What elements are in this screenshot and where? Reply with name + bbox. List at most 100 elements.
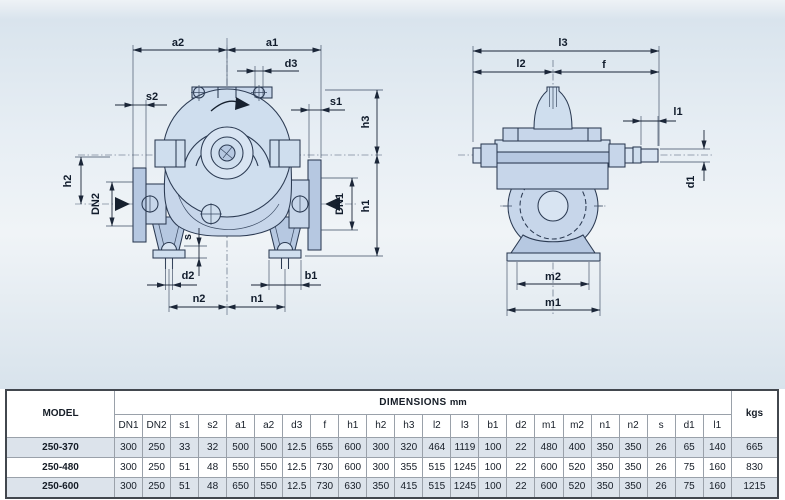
suction-pipe [145, 183, 167, 225]
col-header-DN2: DN2 [142, 414, 172, 438]
pedestal [510, 234, 596, 254]
left-bearing-cap [472, 147, 482, 164]
right-bearing-bracket [269, 139, 301, 168]
col-header-m1: m1 [534, 414, 564, 438]
right-foot-pad [268, 249, 302, 259]
col-header-a1: a1 [226, 414, 256, 438]
discharge-flow-arrow [325, 197, 340, 211]
left-foot-pad [152, 249, 186, 259]
col-header-s2: s2 [198, 414, 228, 438]
col-header-l2: l2 [422, 414, 452, 438]
suction-flange-dn2 [132, 167, 147, 243]
dim-label-a2: a2 [172, 37, 184, 49]
dim-cell-d1: 75 [674, 477, 704, 498]
weight-cell: 830 [731, 457, 779, 478]
dim-cell-h3: 355 [394, 457, 424, 478]
dim-cell-h1: 630 [338, 477, 368, 498]
weight-cell: 665 [731, 437, 779, 458]
suction-bolt [141, 195, 159, 213]
dim-label-h3: h3 [360, 116, 372, 129]
dim-label-f: f [602, 59, 606, 71]
model-cell: 250-370 [5, 437, 115, 458]
dim-cell-h2: 350 [366, 477, 396, 498]
dim-cell-h1: 600 [338, 457, 368, 478]
dim-cell-a2: 550 [254, 457, 284, 478]
model-cell: 250-600 [5, 477, 115, 498]
dim-label-s1: s1 [330, 96, 342, 108]
dim-label-n1: n1 [251, 293, 264, 305]
dim-cell-DN1: 300 [113, 477, 144, 498]
dim-label-h2: h2 [62, 175, 74, 188]
pump-side-view: l3 l2 f l1 d1 m2 m1 [458, 37, 712, 316]
front-pump-body [132, 85, 322, 269]
dim-cell-l1: 160 [702, 477, 733, 498]
dim-cell-s1: 51 [170, 457, 200, 478]
model-column-header: MODEL [5, 389, 115, 438]
dimensions-group-header: DIMENSIONS mm [114, 389, 732, 415]
dim-label-d1: d1 [685, 176, 697, 189]
dim-cell-DN1: 300 [113, 437, 144, 458]
dim-label-l1: l1 [673, 106, 682, 118]
discharge-flange-dn1 [307, 159, 322, 251]
col-header-m2: m2 [562, 414, 592, 438]
dim-cell-d3: 12.5 [282, 477, 312, 498]
side-lower-casing [496, 162, 609, 190]
dim-cell-l2: 515 [422, 457, 452, 478]
dim-label-m1: m1 [545, 297, 561, 309]
right-bearing-housing [608, 143, 626, 168]
col-header-h3: h3 [394, 414, 424, 438]
dim-cell-s2: 48 [198, 457, 228, 478]
dim-label-s: s [182, 234, 194, 240]
dim-cell-s: 26 [646, 477, 676, 498]
shaft-collar [632, 146, 642, 164]
dim-cell-h2: 300 [366, 437, 396, 458]
dim-label-n2: n2 [193, 293, 206, 305]
dim-label-l2: l2 [516, 58, 525, 70]
dim-cell-m1: 600 [534, 457, 564, 478]
right-bearing-cap [624, 147, 634, 164]
dim-cell-l1: 140 [702, 437, 733, 458]
model-cell: 250-480 [5, 457, 115, 478]
dim-label-dn1: DN1 [334, 193, 346, 215]
dim-cell-s2: 32 [198, 437, 228, 458]
side-dimensions: l3 l2 f l1 d1 m2 m1 [472, 37, 710, 316]
dim-cell-n2: 350 [618, 477, 648, 498]
discharge-bolt [291, 195, 309, 213]
dim-cell-f: 655 [310, 437, 340, 458]
dim-cell-d2: 22 [506, 477, 536, 498]
col-header-n1: n1 [590, 414, 620, 438]
dim-cell-d2: 22 [506, 437, 536, 458]
side-pump-body [472, 86, 659, 262]
col-header-d3: d3 [282, 414, 312, 438]
dim-cell-h3: 320 [394, 437, 424, 458]
dim-cell-n2: 350 [618, 437, 648, 458]
col-header-l1: l1 [702, 414, 733, 438]
dim-cell-b1: 100 [478, 437, 508, 458]
drawing-panel-background [0, 0, 785, 389]
dim-cell-f: 730 [310, 477, 340, 498]
col-header-s1: s1 [170, 414, 200, 438]
dim-label-m2: m2 [545, 271, 561, 283]
dim-cell-n2: 350 [618, 457, 648, 478]
dim-cell-n1: 350 [590, 457, 620, 478]
dim-label-l3: l3 [558, 37, 567, 49]
dim-cell-l1: 160 [702, 457, 733, 478]
col-header-DN1: DN1 [113, 414, 144, 438]
dim-cell-n1: 350 [590, 477, 620, 498]
dimensions-unit-label: mm [449, 396, 467, 408]
dim-label-dn2: DN2 [90, 193, 102, 215]
dim-cell-l3: 1119 [450, 437, 480, 458]
dim-cell-h1: 600 [338, 437, 368, 458]
dim-cell-a1: 500 [226, 437, 256, 458]
dim-cell-m2: 400 [562, 437, 592, 458]
dim-cell-l2: 515 [422, 477, 452, 498]
front-dimensions: a2 a1 d3 s2 s1 h3 h1 h2 DN2 DN1 s d2 b1 … [62, 37, 383, 312]
dim-cell-DN2: 250 [142, 437, 172, 458]
dim-cell-d1: 65 [674, 437, 704, 458]
dim-cell-b1: 100 [478, 457, 508, 478]
dim-cell-s1: 51 [170, 477, 200, 498]
